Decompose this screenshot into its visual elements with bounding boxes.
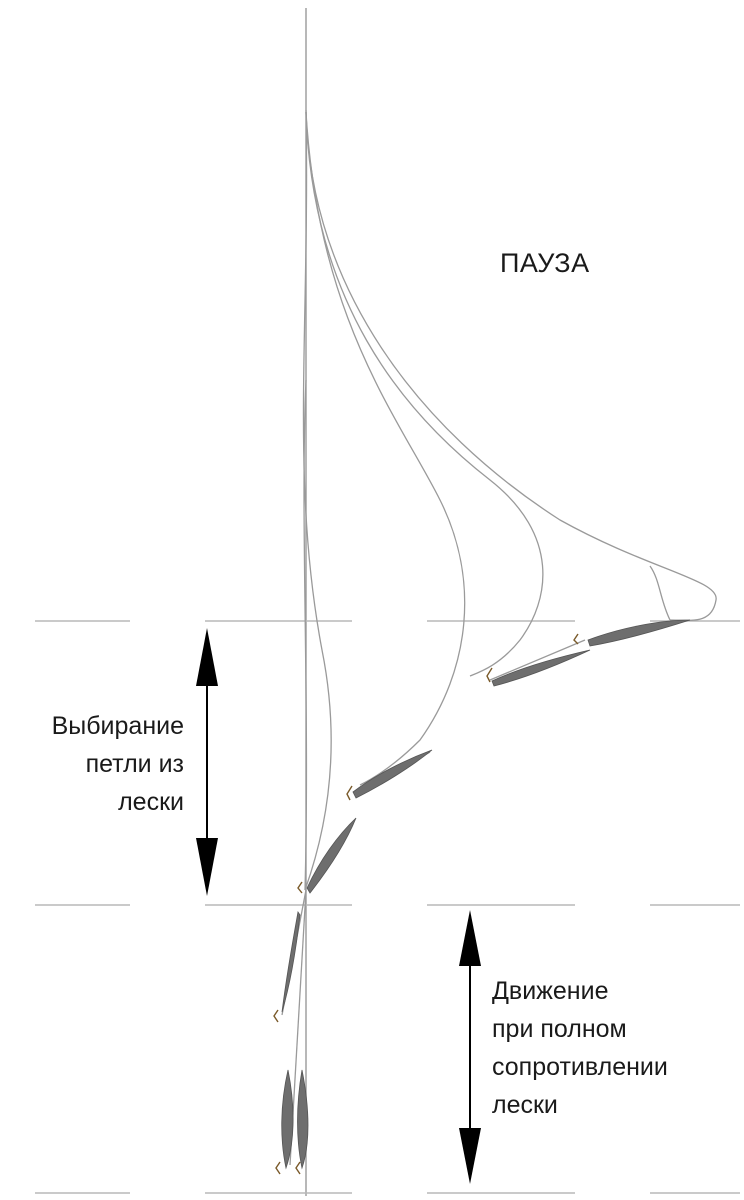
loop-retrieval-label: Выбирание петли из лески	[0, 707, 184, 821]
lure-top	[587, 619, 691, 647]
hook-icon-2	[486, 667, 493, 683]
full-resistance-line-4: лески	[492, 1091, 558, 1119]
full-resistance-line-2: при полном	[492, 1015, 627, 1043]
full-resistance-line-1: Движение	[492, 977, 609, 1005]
pause-title: ПАУЗА	[500, 248, 590, 278]
loop-retrieval-line-3: лески	[118, 788, 184, 816]
lure-upper	[491, 649, 591, 687]
line-curve-third	[305, 111, 544, 677]
loop-retrieval-line-2: петли из	[85, 750, 184, 778]
lure-bottom-left	[281, 1069, 294, 1170]
line-lure-lead-1	[489, 639, 586, 681]
line-curve-outer-tail	[649, 565, 671, 621]
line-curve-inner-2	[303, 379, 308, 891]
right-double-arrow	[459, 910, 481, 1184]
line-curve-second	[305, 111, 466, 786]
hook-icon-3	[346, 785, 353, 801]
hook-icon-4	[297, 881, 303, 894]
hook-icon-7	[295, 1161, 301, 1175]
line-curve-inner	[302, 111, 332, 891]
hook-icon-1	[573, 633, 579, 645]
hook-icon-6	[275, 1161, 281, 1175]
loop-retrieval-line-1: Выбирание	[51, 712, 184, 740]
full-resistance-line-3: сопротивлении	[492, 1053, 668, 1081]
full-resistance-label: Движение при полном сопротивлении лески	[492, 972, 742, 1124]
line-curve-outer	[305, 109, 717, 622]
lure-middle	[352, 749, 433, 799]
lure-bottom-right	[297, 1069, 309, 1170]
hook-icon-5	[273, 1009, 279, 1023]
left-double-arrow	[196, 628, 218, 896]
lure-lower-right	[306, 817, 357, 894]
lure-lower-left	[281, 910, 301, 1013]
